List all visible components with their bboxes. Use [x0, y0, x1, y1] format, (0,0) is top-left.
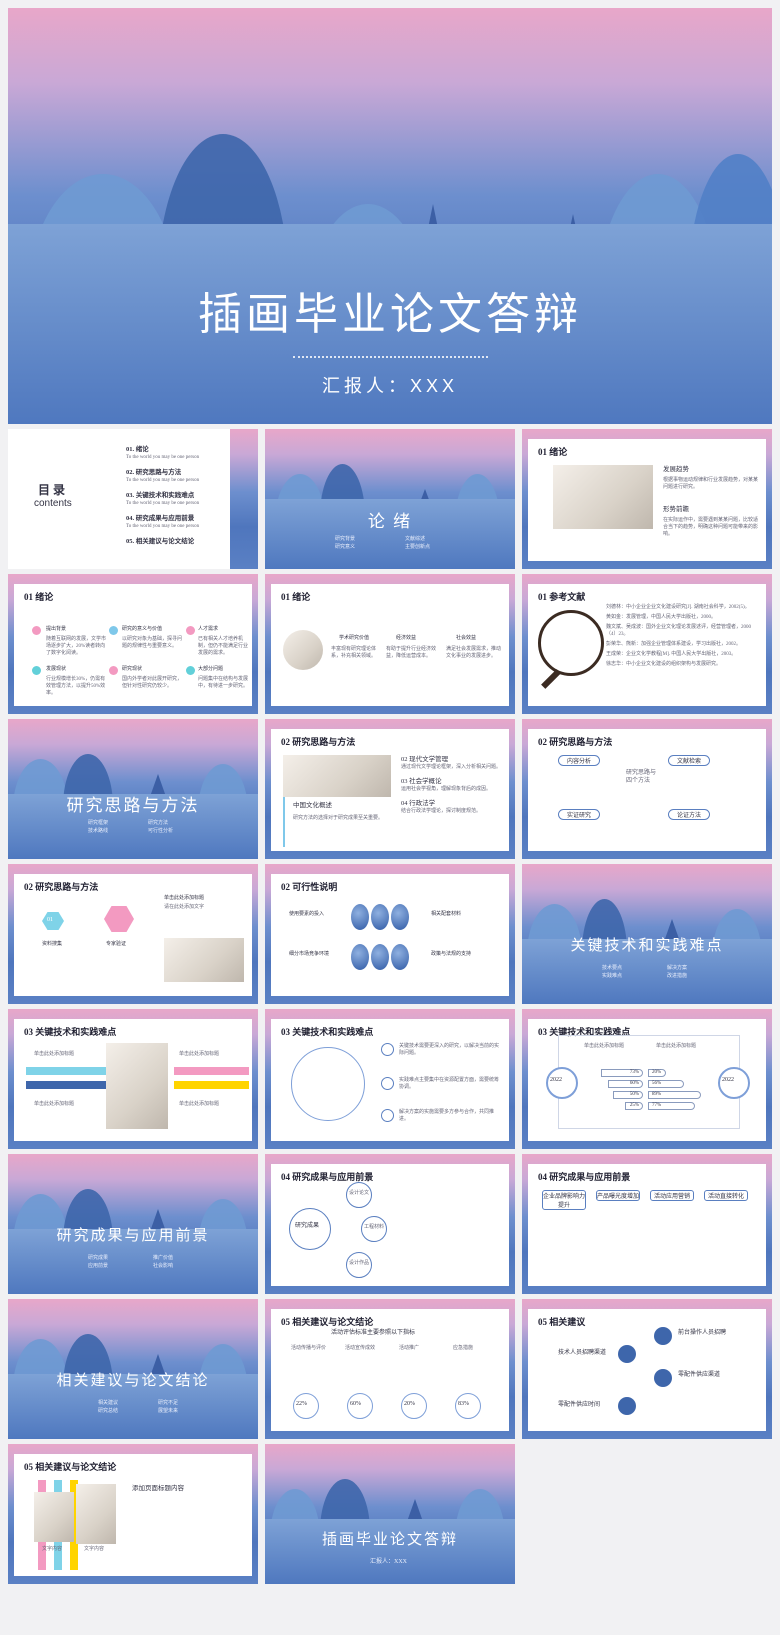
toc-item[interactable]: 01. 绪论 — [126, 446, 149, 453]
suggestion-slide[interactable]: 05 相关建议与论文结论 活动评估标准主要参照以下指标 活动传播与评价 活动宣传… — [265, 1299, 515, 1439]
cover-reporter: 汇报人：XXX — [321, 376, 459, 396]
left-bar: 25% — [625, 1102, 643, 1110]
tech-slide[interactable]: 03 关键技术和实践难点 单击此处添加标题 单击此处添加标题 单击此处添加标题 … — [8, 1009, 258, 1149]
toc-item[interactable]: 04. 研究成果与应用前景 — [126, 515, 195, 522]
conclusion-slide[interactable]: 05 相关建议与论文结论 文字内容 文字内容 添加页面标题内容 — [8, 1444, 258, 1584]
section-slide-2[interactable]: 研究思路与方法 研究框架 技术路线 研究方法 可行性分析 — [8, 719, 258, 859]
method-slide-2[interactable]: 02 研究思路与方法 内容分析 文献检索 实证研究 论证方法 研究思路与四个方法 — [522, 719, 772, 859]
section-slide-5[interactable]: 相关建议与论文结论 相关建议 研究总结 研究不足 展望未来 — [8, 1299, 258, 1439]
writing-photo — [553, 465, 653, 529]
feasibility-slide[interactable]: 02 可行性说明 使用要素的投入 相关配套材料 细分市场竞争环境 政策与法规的支… — [265, 864, 515, 1004]
magnifier-icon — [538, 610, 604, 676]
cover-slide[interactable]: 插画毕业论文答辩 汇报人：XXX — [8, 8, 772, 424]
toc-slide[interactable]: 目 录 contents 01. 绪论 To the world you may… — [8, 429, 258, 569]
cover-title: 插画毕业论文答辩 — [198, 290, 582, 339]
slide-header: 01 绪论 — [538, 447, 568, 457]
right-bar: 20% — [648, 1069, 666, 1077]
toc-item[interactable]: 03. 关键技术和实践难点 — [126, 492, 195, 499]
references-slide[interactable]: 01 参考文献 刘德林：中小企业企业文化建设研究[J]. 湖南社会科学，2002… — [522, 574, 772, 714]
section-slide-4[interactable]: 研究成果与应用前景 研究成果 应用前景 推广价值 社会影响 — [8, 1154, 258, 1294]
tech-slide-3[interactable]: 03 关键技术和实践难点 单击此处添加标题 单击此处添加标题 2022 2022… — [522, 1009, 772, 1149]
section-slide[interactable]: 论 绪 研究背景 研究意义 文献综述 主要创新点 — [265, 429, 515, 569]
toc-item[interactable]: 02. 研究思路与方法 — [126, 469, 182, 476]
result-slide-2[interactable]: 04 研究成果与应用前景 企业品牌影响力提升 产品曝光度增加 活动应用营销 活动… — [522, 1154, 772, 1294]
intro-slide-2[interactable]: 01 绪论 提出背景 随着互联网的发展，文学市场逐步扩大，20%读者转向了数字化… — [8, 574, 258, 714]
book-illustration — [291, 1047, 365, 1121]
right-bar: 56% — [648, 1080, 684, 1088]
section-slide-3[interactable]: 关键技术和实践难点 技术要点 实践难点 解决方案 改进措施 — [522, 864, 772, 1004]
method-slide-3[interactable]: 02 研究思路与方法 01 资料搜集 专家验证 单击此处添加标题 请在此处添加文… — [8, 864, 258, 1004]
left-bar: 50% — [613, 1091, 643, 1099]
method-slide[interactable]: 02 研究思路与方法 中国文化概述 研究方法的选择对于研究成果至关重要。 02 … — [265, 719, 515, 859]
right-bar: 77% — [648, 1102, 695, 1110]
result-slide[interactable]: 04 研究成果与应用前景 研究成果 设计论文 工程材料 设计作品 — [265, 1154, 515, 1294]
ending-slide[interactable]: 插画毕业论文答辩 汇报人：XXX — [265, 1444, 515, 1584]
intro-slide[interactable]: 01 绪论 发展趋势 根据事物运动规律和行业发展趋势，对某某问题进行研究。 形势… — [522, 429, 772, 569]
tech-slide-2[interactable]: 03 关键技术和实践难点 关键技术需要更深入的研究，以解决当前的实际问题。 实践… — [265, 1009, 515, 1149]
left-bar: 73% — [601, 1069, 643, 1077]
section-title: 论 绪 — [367, 512, 413, 531]
toc-title: 目 录 — [38, 483, 66, 497]
suggestion-slide-2[interactable]: 05 相关建议 技术人员招聘渠道 前台操作人员招聘 零配件供应渠道 零配件供应时… — [522, 1299, 772, 1439]
divider — [293, 356, 488, 358]
intro-slide-3[interactable]: 01 绪论 学术研究价值 丰富现有研究理论体系，补充相关领域。 经济效益 有助于… — [265, 574, 515, 714]
toc-item[interactable]: 05. 相关建议与论文结论 — [126, 538, 195, 545]
right-bar: 89% — [648, 1091, 701, 1099]
toc-subtitle: contents — [34, 498, 72, 509]
left-bar: 60% — [608, 1080, 643, 1088]
